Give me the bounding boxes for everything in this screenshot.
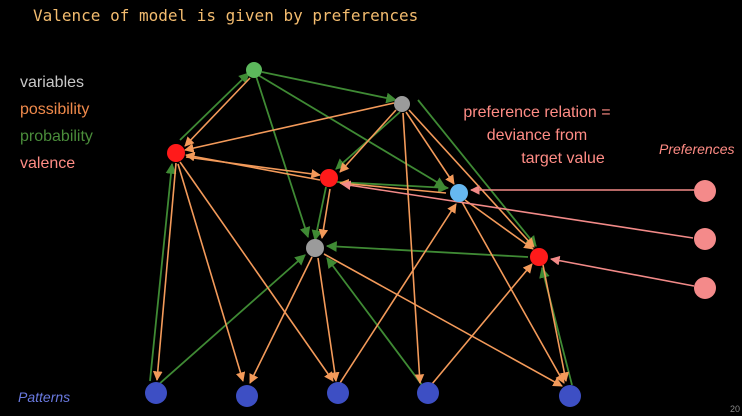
node-pattern-2 (236, 385, 258, 407)
node-green (246, 62, 262, 78)
preference-text-line-2: deviance from (486, 127, 588, 144)
node-lightblue (450, 184, 468, 202)
edge-prob (326, 257, 423, 386)
slide-title: Valence of model is given by preferences (33, 6, 419, 25)
preferences-label: Preferences (659, 141, 735, 157)
legend-valence: valence (20, 155, 76, 172)
node-pattern-1 (145, 382, 167, 404)
preference-text-line-3: target value (521, 150, 605, 167)
edge-valence (341, 180, 694, 239)
valence-edges (341, 180, 695, 287)
node-pattern-3 (327, 382, 349, 404)
node-preference-2 (694, 228, 716, 250)
page-number: 20 (729, 404, 740, 414)
edge-prob (417, 99, 537, 247)
legend-possibility: possibility (20, 101, 90, 118)
edge-poss (542, 264, 570, 382)
edge-poss (464, 199, 534, 250)
edge-prob (261, 71, 398, 104)
edge-prob (311, 186, 327, 242)
edge-prob (149, 162, 177, 382)
node-gray-center (306, 239, 324, 257)
edge-poss (402, 112, 425, 384)
edge-poss (185, 156, 321, 179)
edge-poss (185, 151, 321, 181)
edge-poss (177, 163, 246, 382)
patterns-label: Patterns (18, 389, 71, 405)
node-preference-1 (694, 180, 716, 202)
node-red-center (320, 169, 338, 187)
node-red-right (530, 248, 548, 266)
edge-poss (318, 188, 331, 239)
edge-prob (257, 74, 446, 188)
edge-poss (339, 179, 447, 194)
node-preference-3 (694, 277, 716, 299)
edge-poss (339, 203, 457, 384)
nodes (145, 62, 716, 407)
edge-poss (179, 161, 334, 382)
edge-prob (179, 72, 250, 141)
edge-poss (317, 257, 340, 382)
edge-prob (157, 254, 306, 386)
edge-poss (405, 111, 455, 185)
edge-prob (255, 75, 311, 239)
edge-prob (336, 181, 450, 193)
legend-variables: variables (20, 74, 85, 91)
edge-poss (323, 253, 563, 387)
node-pattern-4 (417, 382, 439, 404)
preference-text-line-1: preference relation = (463, 104, 611, 121)
edge-valence (550, 255, 695, 287)
edge-poss (408, 109, 535, 248)
possibility-edges (152, 77, 570, 387)
edge-poss (184, 77, 251, 147)
legend-probability: probability (20, 128, 93, 145)
probability-edges (149, 71, 573, 386)
edge-poss (184, 102, 395, 153)
edge-poss (461, 201, 565, 384)
edge-prob (325, 241, 529, 258)
edge-poss (339, 109, 397, 173)
node-pattern-5 (559, 385, 581, 407)
edge-poss (152, 162, 177, 381)
node-gray-top (394, 96, 410, 112)
node-red-left (167, 144, 185, 162)
edge-poss (249, 256, 313, 384)
edge-poss (431, 263, 533, 385)
